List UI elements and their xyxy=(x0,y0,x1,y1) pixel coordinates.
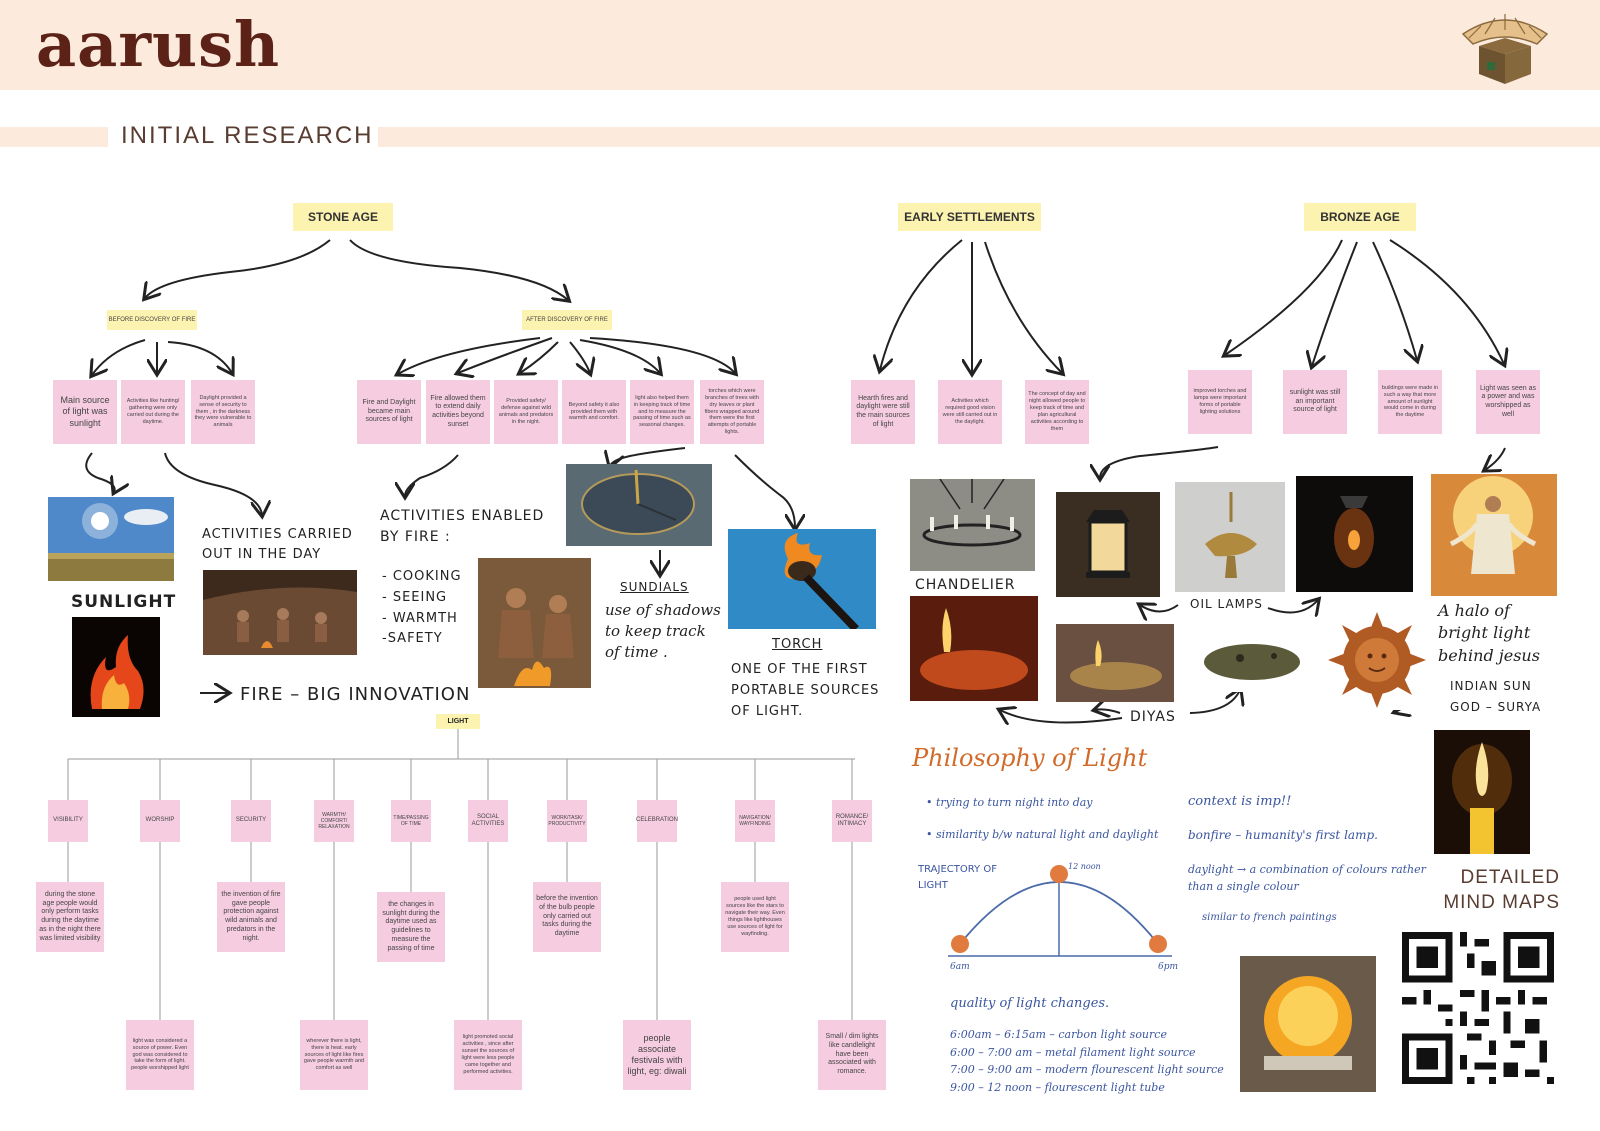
chandelier-photo xyxy=(910,479,1035,571)
tree-cat-visibility: VISIBILITY xyxy=(48,800,88,842)
tree-cat-celebration: CELEBRATION xyxy=(636,800,678,842)
sundials-title: SUNDIALS xyxy=(620,580,689,594)
note-before-2: Activities like hunting/ gathering were … xyxy=(121,380,185,444)
lamp-logo-icon xyxy=(1455,8,1555,86)
note-before-1: Main source of light was sunlight xyxy=(53,380,117,444)
activities-fire-label: ACTIVITIES ENABLED BY FIRE : xyxy=(380,508,545,545)
candle-photo xyxy=(1434,730,1530,854)
section-title: INITIAL RESEARCH xyxy=(121,122,374,149)
qr-code[interactable] xyxy=(1402,932,1554,1084)
jesus-halo-photo xyxy=(1431,474,1557,596)
sub-before-fire: BEFORE DISCOVERY OF FIRE xyxy=(107,310,197,330)
time-6am: 6am xyxy=(950,962,970,972)
tree-detail-warmth: wherever there is light, there is heat. … xyxy=(300,1020,368,1090)
tree-cat-worship: WORSHIP xyxy=(140,800,180,842)
tree-detail-worship: light was considered a source of power. … xyxy=(126,1020,194,1090)
early-humans-fire-photo xyxy=(478,558,591,688)
note-bronze-4: Light was seen as a power and was worshi… xyxy=(1476,370,1540,434)
similar-note: similar to french paintings xyxy=(1202,912,1337,923)
detailed-mind-maps-label: DETAILED MIND MAPS xyxy=(1443,867,1560,913)
sundial-photo xyxy=(566,464,712,546)
trajectory-diagram xyxy=(948,865,1172,957)
note-after-6: torches which were branches of trees wit… xyxy=(700,380,764,444)
sunlight-photo xyxy=(48,497,174,581)
tree-detail-social: light promoted social activities , since… xyxy=(454,1020,522,1090)
section-band-left xyxy=(0,127,108,147)
tree-cat-work: WORK/TASK/ PRODUCTIVITY xyxy=(547,800,587,842)
fire-photo xyxy=(72,617,160,717)
section-band-right xyxy=(378,127,1600,147)
note-before-3: Daylight provided a sense of security to… xyxy=(191,380,255,444)
oil-lamps-label: OIL LAMPS xyxy=(1190,597,1263,611)
torch-text: ONE OF THE FIRST PORTABLE SOURCES OF LIG… xyxy=(731,662,880,719)
note-bronze-2: sunlight was still an important source o… xyxy=(1283,370,1347,434)
tree-detail-visibility: during the stone age people would only p… xyxy=(36,882,104,952)
quality-schedule: 6:00am – 6:15am – carbon light source 6:… xyxy=(950,1028,1224,1094)
philosophy-point-1: • trying to turn night into day xyxy=(926,796,1093,809)
philosophy-point-2: • similarity b/w natural light and dayli… xyxy=(926,828,1159,841)
sub-after-fire: AFTER DISCOVERY OF FIRE xyxy=(522,310,612,330)
tree-detail-navigation: people used light sources like the stars… xyxy=(721,882,789,952)
tree-cat-navigation: NAVIGATION/ WAYFINDING xyxy=(735,800,775,842)
note-after-4: Beyond safety it also provided them with… xyxy=(562,380,626,444)
diya-photo-1 xyxy=(910,596,1038,701)
sundials-text: use of shadows to keep track of time . xyxy=(605,601,721,661)
note-settlement-3: The concept of day and night allowed peo… xyxy=(1025,380,1089,444)
quality-heading: quality of light changes. xyxy=(950,996,1110,1011)
tree-detail-romance: Small / dim lights like candlelight have… xyxy=(818,1020,886,1090)
note-bronze-1: improved torches and lamps were importan… xyxy=(1188,370,1252,434)
hurricane-lantern-photo xyxy=(1296,476,1413,592)
trajectory-label: TRAJECTORY OF LIGHT xyxy=(918,864,997,891)
halo-caption: A halo of bright light behind jesus xyxy=(1438,601,1540,665)
time-noon: 12 noon xyxy=(1068,862,1101,871)
fire-uses-list: - COOKING - SEEING - WARMTH -SAFETY xyxy=(382,569,462,647)
era-bronze-age: BRONZE AGE xyxy=(1304,203,1416,231)
tree-detail-celebration: people associate festivals with light, e… xyxy=(623,1020,691,1090)
tree-cat-security: SECURITY xyxy=(231,800,271,842)
diya-photo-2 xyxy=(1056,624,1174,702)
tree-cat-time: TIME/PASSING OF TIME xyxy=(391,800,431,842)
tree-detail-work: before the invention of the bulb people … xyxy=(533,882,601,952)
tree-detail-time: the changes in sunlight during the dayti… xyxy=(377,892,445,962)
note-after-5: light also helped them in keeping track … xyxy=(630,380,694,444)
cave-people-photo xyxy=(203,570,357,655)
bonfire-note: bonfire – humanity's first lamp. xyxy=(1188,828,1378,842)
fire-innovation-label: FIRE – BIG INNOVATION xyxy=(240,684,471,705)
light-root: LIGHT xyxy=(436,714,480,729)
lantern-photo xyxy=(1056,492,1160,597)
philosophy-title: Philosophy of Light xyxy=(912,744,1148,772)
brass-oil-lamp-photo xyxy=(1175,482,1285,592)
time-6pm: 6pm xyxy=(1158,962,1179,972)
surya-sun-photo xyxy=(1326,610,1428,710)
tree-cat-social: SOCIAL ACTIVITIES xyxy=(468,800,508,842)
header-band xyxy=(0,0,1600,90)
torch-title: TORCH xyxy=(772,637,823,652)
tree-cat-warmth: WARMTH/ COMFORT/ RELAXATION xyxy=(314,800,354,842)
torch-photo xyxy=(728,529,876,629)
note-after-1: Fire and Daylight became main sources of… xyxy=(357,380,421,444)
note-after-2: Fire allowed them to extend daily activi… xyxy=(426,380,490,444)
note-after-3: Provided safety/ defense against wild an… xyxy=(494,380,558,444)
note-settlement-2: Activities which required good vision we… xyxy=(938,380,1002,444)
tree-detail-security: the invention of fire gave people protec… xyxy=(217,882,285,952)
note-bronze-3: buildings were made in such a way that m… xyxy=(1378,370,1442,434)
clay-oil-lamp-photo xyxy=(1190,626,1320,692)
era-early-settlements: EARLY SETTLEMENTS xyxy=(898,203,1041,231)
era-stone-age: STONE AGE xyxy=(293,203,393,231)
diyas-label: DIYAS xyxy=(1130,709,1176,725)
indian-sun-caption: INDIAN SUN GOD – SURYA xyxy=(1450,679,1542,714)
tree-cat-romance: ROMANCE/ INTIMACY xyxy=(832,800,872,842)
chandelier-label: CHANDELIER xyxy=(915,577,1016,593)
daylight-note: daylight → a combination of colours rath… xyxy=(1188,863,1426,893)
context-note: context is imp!! xyxy=(1188,794,1292,809)
activities-day-label: ACTIVITIES CARRIED OUT IN THE DAY xyxy=(202,527,353,563)
note-settlement-1: Hearth fires and daylight were still the… xyxy=(851,380,915,444)
brand-logo: aarush xyxy=(36,8,281,81)
sunrise-lamp-photo xyxy=(1240,956,1376,1092)
sunlight-label: SUNLIGHT xyxy=(71,592,177,612)
